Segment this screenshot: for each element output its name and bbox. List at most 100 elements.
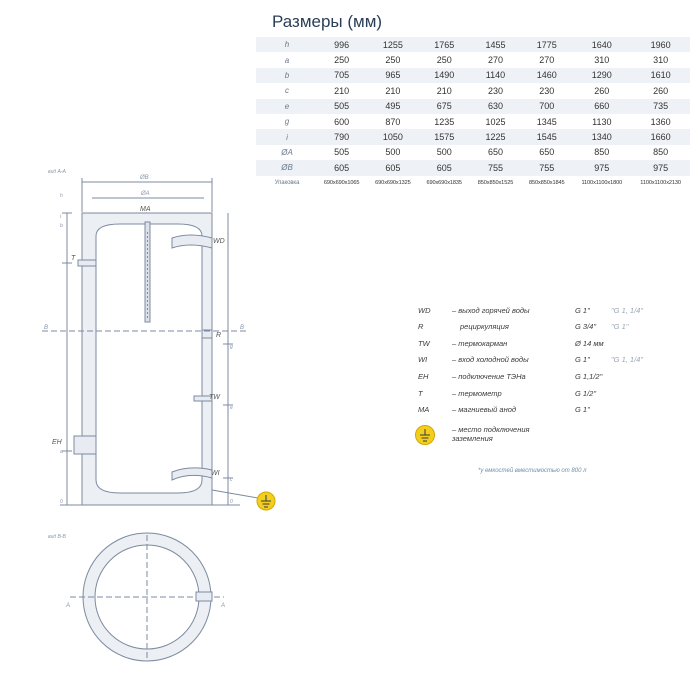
footnote: *у емкостей вместимостью от 800 л — [478, 468, 587, 474]
legend-desc-r: рециркуляция — [460, 322, 509, 331]
legend-desc-t: – термометр — [452, 389, 502, 398]
table-cell: 675 — [418, 98, 470, 114]
table-cell: 1290 — [572, 67, 632, 84]
section-a-right: A — [220, 603, 225, 609]
legend-desc-eh: – подключение ТЭНа — [452, 372, 526, 381]
table-cell: 650 — [487, 147, 503, 158]
legend-thread-wd: G 1" — [575, 306, 590, 315]
dim-inner-label: ØA — [140, 191, 150, 197]
table-cell: 600 — [334, 116, 350, 127]
table-cell: 505 — [334, 147, 350, 158]
legend-thread-tw: Ø 14 мм — [575, 339, 604, 348]
table-cell: 1140 — [469, 67, 522, 84]
zero-left: 0 — [60, 499, 63, 505]
row-label: e — [256, 98, 316, 114]
legend-desc-wi: – вход холодной воды — [452, 355, 529, 364]
h-label: h — [60, 193, 63, 199]
table-cell: 1545 — [521, 129, 573, 145]
table-cell: 1255 — [367, 37, 419, 53]
row-label: b — [256, 67, 316, 84]
tw-label: TW — [209, 394, 221, 401]
table-cell: 270 — [539, 55, 555, 66]
table-cell: 975 — [631, 160, 690, 176]
table-cell: 310 — [594, 55, 610, 66]
wd-pipe — [171, 234, 213, 249]
g-label: g — [230, 344, 233, 350]
section-b-right: B — [240, 325, 244, 331]
table-cell: 870 — [385, 116, 401, 127]
table-cell: 250 — [334, 55, 350, 66]
c-label: c — [230, 477, 233, 483]
legend-code-wd: WD — [418, 306, 431, 315]
ma-label: MA — [140, 206, 151, 213]
table-cell: 310 — [653, 55, 669, 66]
i-label: i — [60, 214, 62, 220]
r-connector — [201, 329, 213, 339]
table-cell: 260 — [594, 85, 610, 96]
table-cell: 505 — [316, 98, 368, 114]
table-cell: 1960 — [631, 37, 690, 53]
table-cell: 965 — [367, 67, 419, 84]
table-cell: 755 — [469, 160, 522, 176]
packing-cell: 1100x1100x2130 — [640, 180, 681, 187]
legend-thread-t: G 1/2" — [575, 389, 597, 398]
packing-cell: 850x850x1525 — [477, 180, 514, 187]
table-cell: 1360 — [650, 116, 671, 127]
wd-label: WD — [213, 238, 225, 245]
table-cell: 250 — [385, 55, 401, 66]
legend-code-tw: TW — [418, 339, 430, 348]
table-cell: 270 — [487, 55, 503, 66]
table-cell: 1455 — [469, 37, 522, 53]
inner-tank — [95, 223, 203, 494]
legend-thread-ma: G 1" — [575, 405, 590, 414]
legend-code-r: R — [418, 322, 424, 331]
packing-cell: 1100x1100x1800 — [581, 180, 623, 187]
t-connector — [77, 259, 97, 267]
packing-cell: 690x690x1835 — [426, 180, 462, 187]
legend-alt-r: "G 1" — [611, 322, 629, 331]
table-cell: 210 — [385, 85, 401, 96]
packing-cell: 690x690x1065 — [323, 180, 360, 187]
wi-pipe — [171, 467, 213, 481]
table-cell: 250 — [436, 55, 452, 66]
table-cell: 755 — [521, 160, 573, 176]
row-label: ØB — [256, 160, 316, 176]
legend-code-t: T — [418, 389, 423, 398]
table-cell: 605 — [367, 160, 419, 176]
table-cell: 1660 — [631, 129, 690, 145]
table-cell: 705 — [316, 67, 368, 84]
a-label: a — [60, 449, 63, 455]
legend-ground-icon — [415, 425, 435, 445]
legend-thread-r: G 3/4" — [575, 322, 597, 331]
table-cell: 1340 — [572, 129, 632, 145]
table-cell: 230 — [539, 85, 555, 96]
legend-code-ma: MA — [418, 405, 430, 414]
wi-label: WI — [211, 470, 220, 477]
page-title: Размеры (мм) — [272, 12, 383, 31]
table-cell: 230 — [487, 85, 503, 96]
table-cell: 1640 — [572, 37, 632, 53]
r-label: R — [216, 332, 221, 339]
table-cell: 210 — [436, 85, 452, 96]
table-cell: 1235 — [434, 116, 455, 127]
legend-alt-wi: "G 1, 1/4" — [611, 355, 644, 364]
legend-thread-wi: G 1" — [575, 355, 590, 364]
legend-desc-tw: – термокарман — [452, 339, 508, 348]
legend-code-eh: EH — [418, 372, 429, 381]
table-cell: 495 — [367, 98, 419, 114]
legend-desc-wd: – выход горячей воды — [452, 306, 530, 315]
table-cell: 1610 — [631, 67, 690, 84]
tw-connector — [193, 395, 213, 402]
packing-cell: 690x690x1325 — [375, 180, 411, 187]
table-cell: 500 — [436, 147, 452, 158]
table-cell: 605 — [418, 160, 470, 176]
table-cell: 1345 — [536, 116, 557, 127]
section-a-left: A — [65, 603, 70, 609]
table-cell: 850 — [594, 147, 610, 158]
